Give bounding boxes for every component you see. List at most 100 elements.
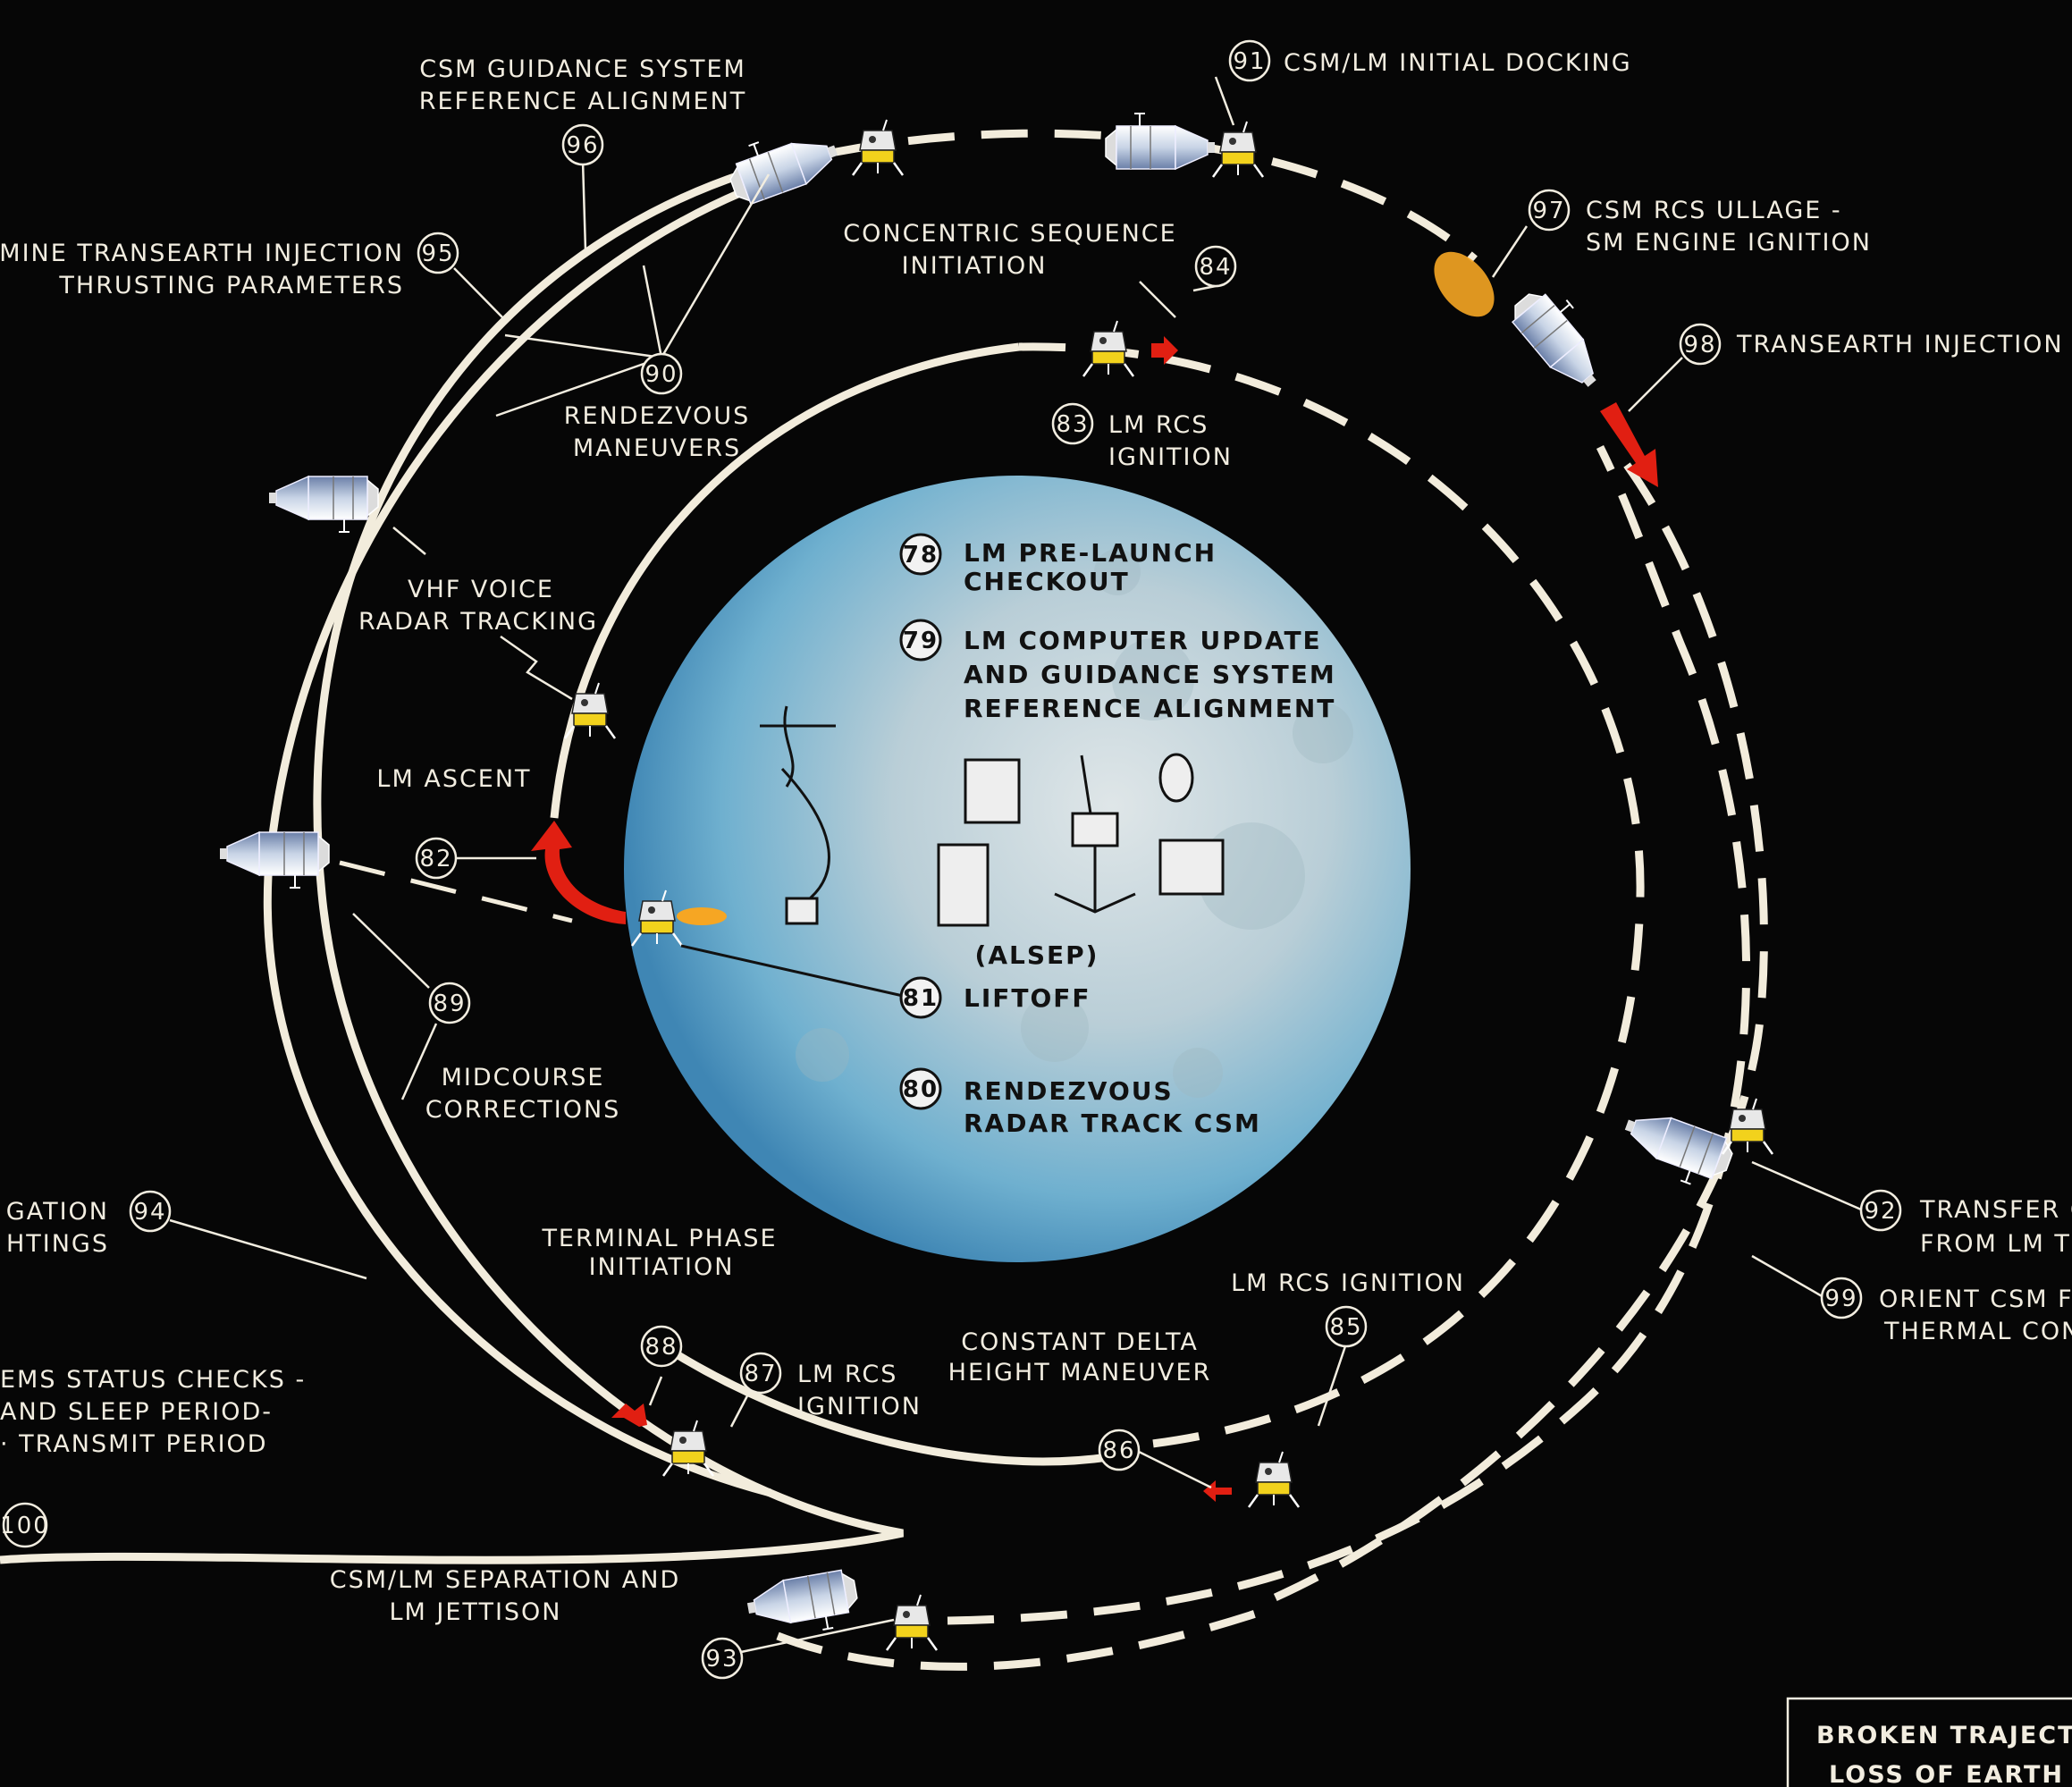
- transearth-params-label-1: MINE TRANSEARTH INJECTION: [0, 240, 404, 267]
- transfer-crew-label-1: TRANSFER C: [1919, 1196, 2072, 1224]
- step-90-number: 90: [644, 361, 678, 388]
- label-87: 87 LM RCS IGNITION: [739, 1352, 922, 1420]
- lm-rcs-85-label: LM RCS IGNITION: [1231, 1269, 1465, 1297]
- initial-docking-label: CSM/LM INITIAL DOCKING: [1284, 49, 1632, 77]
- lm-rcs-83-label-2: IGNITION: [1108, 443, 1233, 471]
- ascent-burn-arrow: [531, 821, 626, 924]
- transearth-params-label-2: THRUSTING PARAMETERS: [58, 272, 404, 299]
- label-84: 84: [1194, 245, 1237, 288]
- alsep-label: (ALSEP): [975, 940, 1099, 970]
- moon-label-79: 79 LM COMPUTER UPDATE AND GUIDANCE SYSTE…: [899, 619, 1335, 723]
- label-82: 82: [415, 837, 458, 880]
- label-94: GATION HTINGS 94: [6, 1190, 172, 1258]
- terminal-phase-label-1: TERMINAL PHASE: [541, 1225, 777, 1252]
- lm-rcs-arrow-86: [1203, 1480, 1232, 1502]
- liftoff-label: LIFTOFF: [964, 983, 1091, 1013]
- step-85-number: 85: [1329, 1314, 1362, 1341]
- step-80-number: 80: [903, 1076, 939, 1103]
- step-97-number: 97: [1532, 198, 1565, 224]
- lm-rcs-83-label-1: LM RCS: [1108, 411, 1209, 439]
- label-98: 98 TRANSEARTH INJECTION: [1679, 323, 2064, 366]
- terminal-phase-label-2: INITIATION: [589, 1253, 735, 1281]
- step-83-number: 83: [1056, 411, 1089, 438]
- alsep-equipment: [760, 705, 1225, 927]
- label-91: 91 CSM/LM INITIAL DOCKING: [1228, 39, 1632, 82]
- moon-label-78: 78 LM PRE-LAUNCH CHECKOUT: [899, 533, 1215, 596]
- systems-status-label-1: EMS STATUS CHECKS -: [0, 1366, 306, 1394]
- step-89-number: 89: [433, 990, 466, 1017]
- step-94-number: 94: [133, 1199, 166, 1226]
- computer-update-label-1: LM COMPUTER UPDATE: [964, 626, 1322, 655]
- moon-label-81: 81 LIFTOFF: [680, 944, 1091, 1019]
- step-78-number: 78: [903, 542, 939, 569]
- concentric-label-2: INITIATION: [902, 252, 1048, 280]
- rendezvous-radar-label-1: RENDEZVOUS: [964, 1076, 1174, 1106]
- spacecraft: [219, 113, 1774, 1652]
- label-100: 100: [0, 1502, 48, 1548]
- csm-guidance-label-2: REFERENCE ALIGNMENT: [419, 88, 747, 115]
- step-96-number: 96: [566, 132, 599, 159]
- systems-status-label-2: AND SLEEP PERIOD-: [0, 1398, 273, 1426]
- label-92: 92 TRANSFER C FROM LM T: [1859, 1189, 2072, 1258]
- lm-rcs-87-label-2: IGNITION: [797, 1393, 922, 1420]
- step-82-number: 82: [419, 846, 452, 872]
- lm-rcs-87-label-1: LM RCS: [797, 1361, 897, 1388]
- lm-top: [851, 118, 905, 177]
- concentric-label-1: CONCENTRIC SEQUENCE: [843, 220, 1176, 248]
- step-88-number: 88: [644, 1334, 678, 1361]
- sm-engine-flame: [1434, 251, 1495, 317]
- computer-update-label-3: REFERENCE ALIGNMENT: [964, 694, 1335, 723]
- csm-rcs-ullage-label-2: SM ENGINE IGNITION: [1586, 229, 1872, 257]
- label-83: 83 LM RCS IGNITION: [1051, 402, 1233, 471]
- step-79-number: 79: [903, 628, 939, 654]
- label-90: 90 RENDEZVOUS MANEUVERS: [564, 352, 751, 462]
- label-97: 97 CSM RCS ULLAGE - SM ENGINE IGNITION: [1528, 189, 1872, 257]
- label-95: MINE TRANSEARTH INJECTION THRUSTING PARA…: [0, 232, 459, 299]
- midcourse-label-2: CORRECTIONS: [425, 1096, 621, 1124]
- lm-87: [661, 1419, 715, 1478]
- systems-status-label-3: · TRANSMIT PERIOD: [0, 1430, 268, 1458]
- midcourse-label-1: MIDCOURSE: [442, 1064, 605, 1092]
- leader-lines: [169, 76, 1862, 1654]
- label-vhf: VHF VOICE RADAR TRACKING: [358, 576, 596, 636]
- step-81-number: 81: [903, 985, 939, 1012]
- rendezvous-radar-label-2: RADAR TRACK CSM: [964, 1108, 1261, 1138]
- rendezvous-maneuvers-label-1: RENDEZVOUS: [564, 402, 751, 430]
- step-98-number: 98: [1683, 332, 1716, 358]
- label-89: 89 MIDCOURSE CORRECTIONS: [425, 982, 621, 1124]
- lm-coelliptic: [1082, 319, 1135, 378]
- step-99-number: 99: [1824, 1285, 1857, 1312]
- step-93-number: 93: [705, 1646, 738, 1673]
- csm-docking: [1105, 113, 1216, 170]
- step-91-number: 91: [1233, 48, 1266, 75]
- transearth-injection-label: TRANSEARTH INJECTION: [1736, 331, 2064, 358]
- lm-docking: [1211, 120, 1265, 179]
- orient-csm-label-1: ORIENT CSM F: [1879, 1285, 2072, 1313]
- transfer-crew-label-2: FROM LM T: [1920, 1230, 2071, 1258]
- label-93: CSM/LM SEPARATION AND LM JETTISON 93: [330, 1566, 744, 1680]
- broken-trajectory-line-2: LOSS OF EARTH: [1829, 1761, 2064, 1787]
- lm-rcs-arrow-88: [611, 1403, 647, 1427]
- step-84-number: 84: [1199, 254, 1232, 281]
- lm-rcs-arrow-84: [1151, 336, 1178, 365]
- moon: [624, 476, 1411, 1262]
- prelaunch-label-2: CHECKOUT: [964, 567, 1130, 596]
- csm-rcs-ullage-label-1: CSM RCS ULLAGE -: [1586, 197, 1842, 224]
- moon-craters: [796, 549, 1353, 1098]
- csm-tei-burn: [1504, 277, 1620, 399]
- label-99: 99 ORIENT CSM F THERMAL CON: [1820, 1277, 2072, 1345]
- constant-delta-label-1: CONSTANT DELTA: [961, 1328, 1199, 1356]
- rendezvous-maneuvers-label-2: MANEUVERS: [573, 434, 741, 462]
- label-constant-delta: CONSTANT DELTA HEIGHT MANEUVER: [948, 1328, 1210, 1387]
- label-terminal-phase: TERMINAL PHASE INITIATION: [541, 1225, 777, 1281]
- broken-trajectory-line-1: BROKEN TRAJECTO: [1816, 1722, 2072, 1749]
- tei-arrow: [1600, 402, 1658, 487]
- csm-right: [1613, 1103, 1738, 1195]
- lm-bottom: [885, 1593, 939, 1652]
- lm-ascent-label: LM ASCENT: [376, 765, 531, 793]
- label-96: CSM GUIDANCE SYSTEM REFERENCE ALIGNMENT …: [419, 55, 747, 166]
- label-systems-status: EMS STATUS CHECKS - AND SLEEP PERIOD- · …: [0, 1366, 306, 1458]
- step-86-number: 86: [1102, 1437, 1135, 1464]
- step-92-number: 92: [1864, 1198, 1897, 1225]
